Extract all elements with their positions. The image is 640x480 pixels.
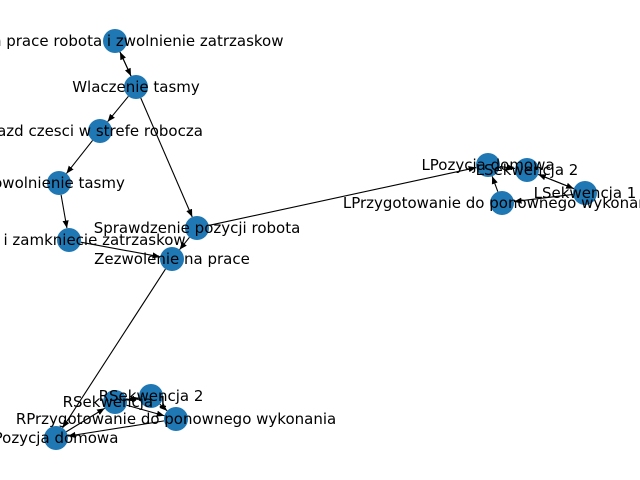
edge-rsek1-to-rprzyg xyxy=(126,404,165,417)
node-rsek1 xyxy=(103,390,127,414)
node-label-rsek1: RSekwencja 1 xyxy=(63,393,168,411)
node-wjazd xyxy=(88,119,112,143)
edge-zatrzymanie-to-tasmy xyxy=(60,194,69,229)
edge-tasmy-to-zezwolenie xyxy=(80,241,161,259)
node-label-polecenie: olenian prace robota i zwolnienie zatrza… xyxy=(0,32,283,50)
edge-lprzyg-to-lpozycja xyxy=(491,176,499,192)
node-lpozycja xyxy=(476,153,500,177)
node-tasmy xyxy=(57,228,81,252)
node-lsek2 xyxy=(515,158,539,182)
labels-layer: olenian prace robota i zwolnienie zatrza… xyxy=(0,32,640,447)
node-label-rsek2: RSekwencja 2 xyxy=(99,387,204,405)
node-sprawdzenie xyxy=(185,216,209,240)
node-rpozycja xyxy=(44,426,68,450)
node-label-sprawdzenie: Sprawdzenie pozycji robota xyxy=(94,219,301,237)
node-label-lprzyg: LPrzygotowanie do ponownego wykonania xyxy=(343,194,640,212)
node-zatrzymanie xyxy=(47,171,71,195)
node-lsek1 xyxy=(573,181,597,205)
node-zezwolenie xyxy=(160,247,184,271)
edge-zezwolenie-to-rpozycja xyxy=(62,268,166,429)
node-label-lpozycja: LPozycja domowa xyxy=(421,156,554,174)
node-rprzyg xyxy=(164,407,188,431)
node-label-zezwolenie: Zezwolenie na prace xyxy=(94,250,250,268)
edge-rprzyg-to-rpozycja xyxy=(67,420,165,438)
node-label-rprzyg: RPrzygotowanie do ponownego wykonania xyxy=(16,410,336,428)
edges-layer xyxy=(60,51,575,438)
edge-lpozycja-to-lsek2 xyxy=(499,164,516,171)
node-label-wlaczenie: Wlaczenie tasmy xyxy=(72,78,200,96)
node-label-rpozycja: Pozycja domowa xyxy=(0,429,118,447)
edge-lsek1-to-lprzyg xyxy=(513,193,574,204)
node-label-tasmy: tasmy i zamkniecie zatrzaskow xyxy=(0,231,186,249)
node-wlaczenie xyxy=(124,75,148,99)
edge-wlaczenie-to-polecenie xyxy=(119,51,132,77)
edge-rsek2-to-rprzyg xyxy=(159,403,168,412)
edge-rsek2-to-rsek1 xyxy=(126,395,140,402)
edge-rpozycja-to-rsek1 xyxy=(65,407,106,433)
node-label-lsek2: LSekwencja 2 xyxy=(476,161,579,179)
nodes-layer xyxy=(44,29,597,450)
node-label-wjazd: azd czesci w strefe robocza xyxy=(0,122,203,140)
edge-lsek1-to-lsek2 xyxy=(537,173,575,190)
node-polecenie xyxy=(103,29,127,53)
edge-wlaczenie-to-sprawdzenie xyxy=(140,97,193,218)
node-label-zatrzymanie: owolnienie tasmy xyxy=(0,174,125,192)
edge-wjazd-to-zatrzymanie xyxy=(65,140,94,174)
node-rsek2 xyxy=(139,384,163,408)
edge-wlaczenie-to-wjazd xyxy=(107,95,129,123)
node-lprzyg xyxy=(490,191,514,215)
edge-sprawdzenie-to-zezwolenie xyxy=(179,236,190,251)
node-label-lsek1: LSekwencja 1 xyxy=(534,184,637,202)
edge-sprawdzenie-to-lpozycja xyxy=(208,166,477,226)
